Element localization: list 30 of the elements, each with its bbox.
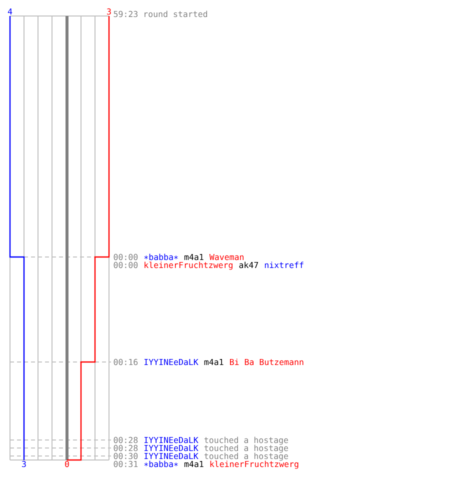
player-name: IYYINEeDaLK	[144, 436, 198, 444]
player-count: 3	[22, 460, 26, 468]
weapon-name: m4a1	[204, 358, 224, 366]
player-name: IYYINEeDaLK	[144, 358, 198, 366]
player-name: IYYINEeDaLK	[144, 452, 198, 460]
player-name: Bi Ba Butzemann	[230, 358, 304, 366]
player-name: kleinerFruchtzwerg	[210, 460, 298, 469]
player-count: 0	[65, 460, 69, 468]
timestamp: 00:28	[114, 444, 138, 452]
player-name: IYYINEeDaLK	[144, 444, 198, 452]
weapon-name: m4a1	[184, 460, 204, 468]
event-text: 59:23 round started	[114, 10, 208, 18]
player-name: ∗babba∗	[144, 460, 178, 468]
weapon-name: m4a1	[184, 254, 204, 260]
timestamp: 00:28	[114, 436, 138, 444]
player-name: kleinerFruchtzwerg	[144, 262, 232, 270]
player-name: ∗babba∗	[144, 254, 178, 260]
event-text: touched a hostage	[204, 452, 288, 461]
player-name: Waveman	[209, 254, 244, 260]
weapon-name: ak47	[239, 262, 258, 268]
event-text: touched a hostage	[204, 436, 288, 445]
timestamp: 00:16	[114, 358, 138, 366]
timestamp: 00:30	[114, 452, 138, 460]
timestamp: 00:00	[114, 254, 138, 260]
timestamp: 00:31	[114, 460, 138, 468]
timestamp: 00:00	[114, 262, 138, 268]
event-text: touched a hostage	[204, 444, 288, 453]
player-name: nixtreff	[264, 262, 304, 268]
player-count: 4	[8, 8, 12, 14]
player-count: 3	[107, 8, 111, 15]
